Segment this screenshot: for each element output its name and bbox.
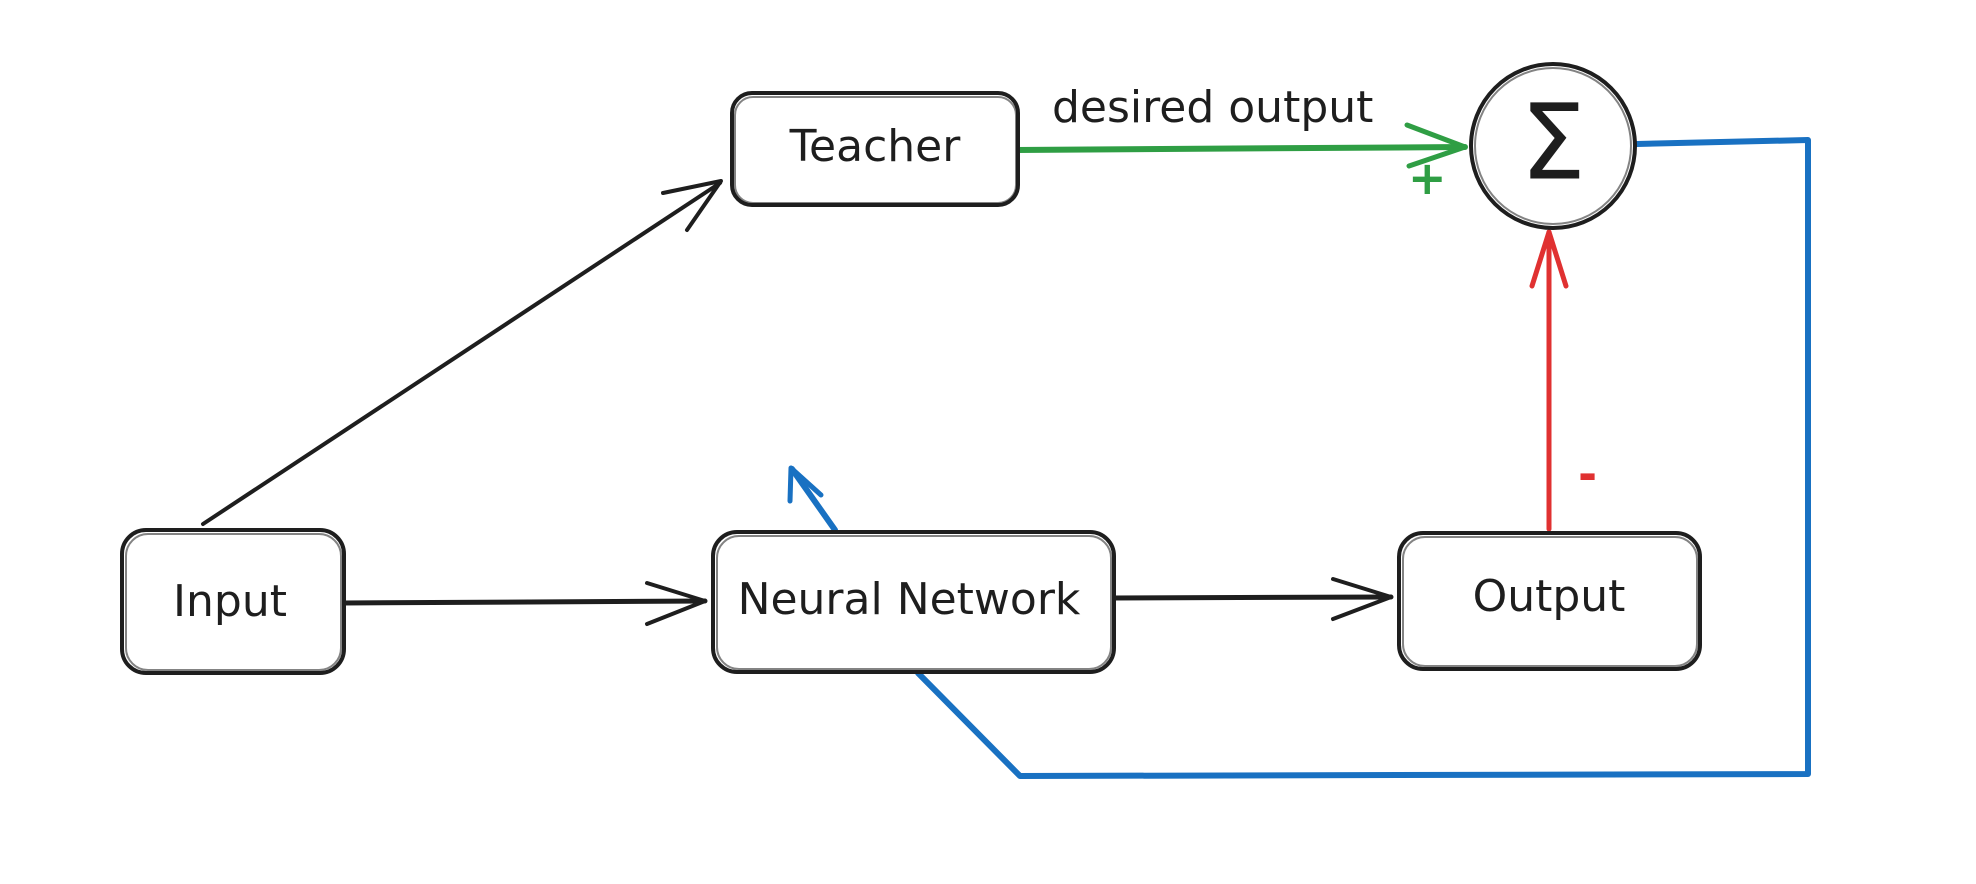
neural-network-node[interactable]: Neural Network bbox=[711, 530, 1116, 674]
plus-sign-label: + bbox=[1408, 151, 1447, 205]
teacher-node[interactable]: Teacher bbox=[730, 91, 1020, 207]
teacher-label: Teacher bbox=[789, 121, 962, 172]
edge-neural-network-to-output bbox=[1109, 577, 1394, 621]
edge-desired-output: desired output + bbox=[1013, 82, 1468, 205]
weight-update-arrow bbox=[787, 465, 838, 533]
neural-network-label: Neural Network bbox=[738, 574, 1081, 625]
edge-error-feedback bbox=[915, 137, 1811, 779]
edge-input-to-teacher bbox=[201, 179, 723, 526]
output-label: Output bbox=[1473, 571, 1626, 622]
edge-input-to-neural-network bbox=[340, 581, 708, 626]
summation-node[interactable]: Σ bbox=[1469, 62, 1637, 230]
edge-network-output: - bbox=[1529, 229, 1597, 532]
input-label: Input bbox=[173, 576, 287, 627]
output-node[interactable]: Output bbox=[1397, 531, 1702, 671]
minus-sign-label: - bbox=[1578, 447, 1597, 501]
input-node[interactable]: Input bbox=[120, 528, 346, 675]
desired-output-label: desired output bbox=[1052, 82, 1373, 133]
sigma-icon: Σ bbox=[1520, 81, 1586, 203]
